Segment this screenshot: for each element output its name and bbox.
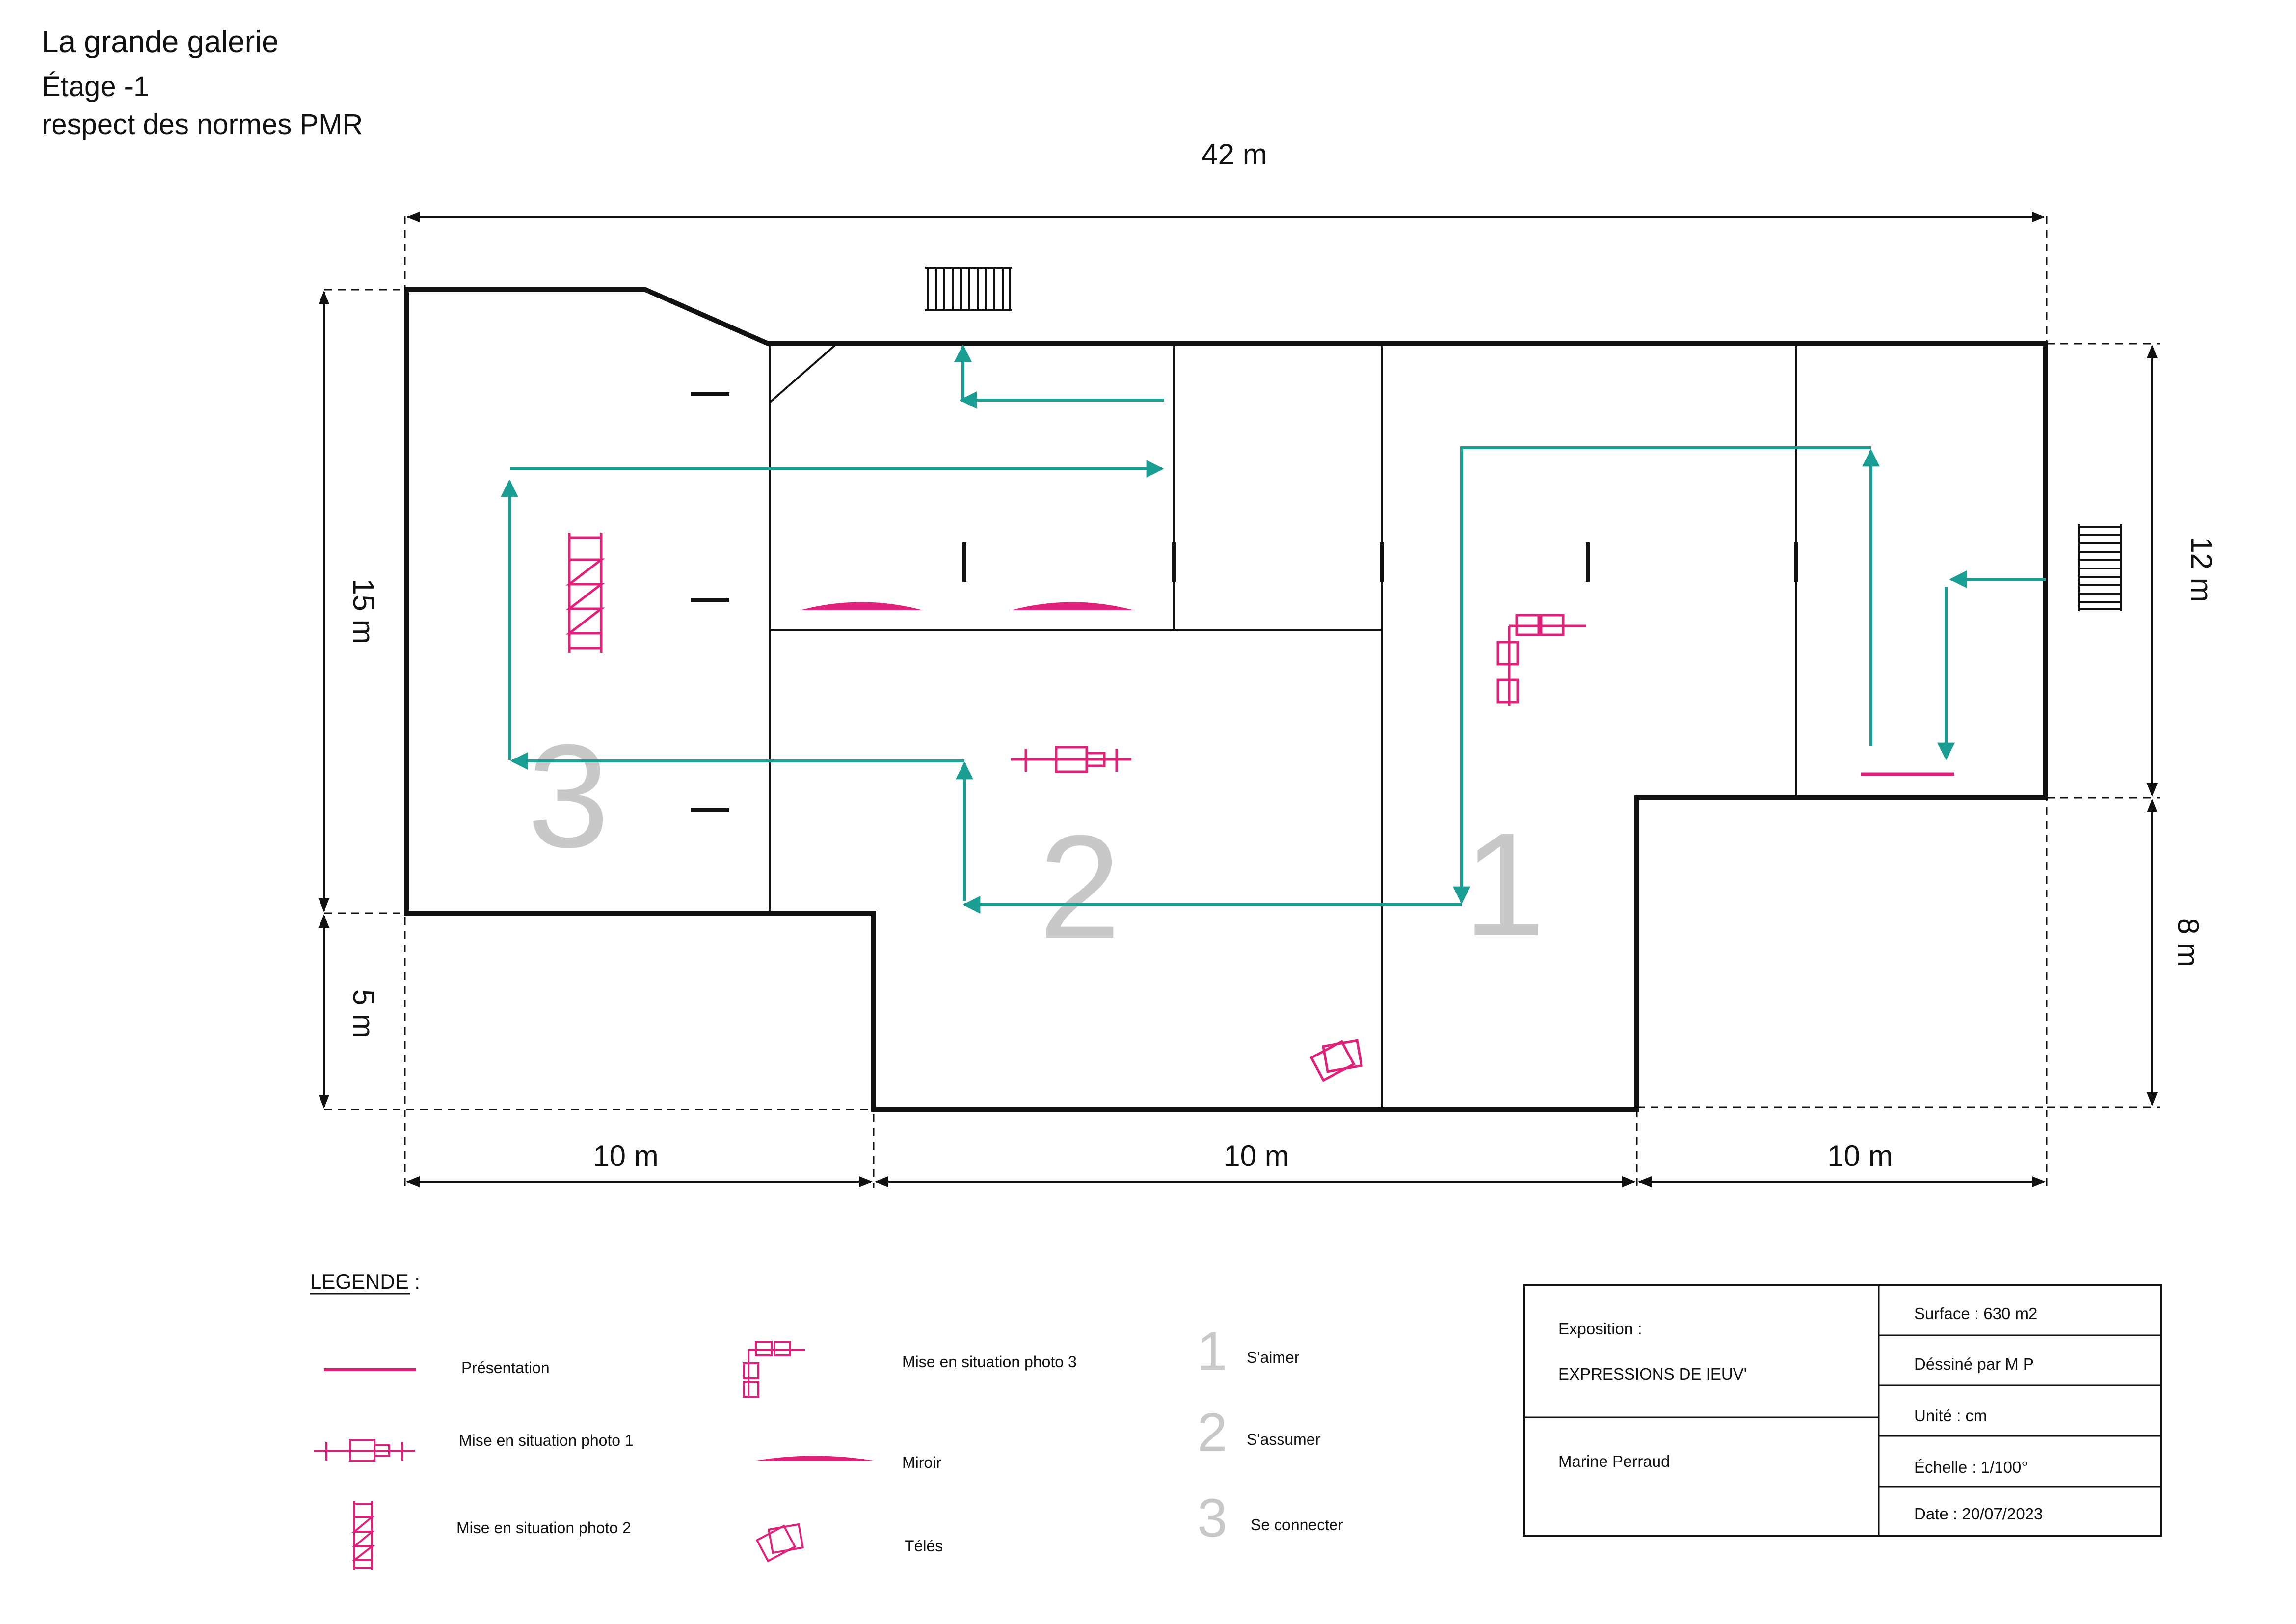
door-markers [691, 392, 1798, 812]
legend-photo3-label: Mise en situation photo 3 [902, 1353, 1077, 1371]
drawn-by: Déssiné par M P [1914, 1355, 2034, 1373]
dim-bottom-left-label: 10 m [593, 1139, 658, 1172]
dim-bottom-middle-label: 10 m [1224, 1139, 1289, 1172]
exposition-name: EXPRESSIONS DE IEUV' [1558, 1365, 1747, 1383]
legend: LEGENDE : Présentation Mise en situation… [310, 1270, 1343, 1570]
plan-title: La grande galerie [42, 25, 279, 59]
accessibility-note: respect des normes PMR [42, 108, 363, 140]
dim-right-lower-label: 8 m [2172, 918, 2205, 967]
legend-theme-3-label: Se connecter [1251, 1516, 1343, 1534]
title-block: La grande galerie Étage -1 respect des n… [42, 25, 363, 141]
zone-number-1: 1 [1464, 802, 1546, 967]
dim-top-label: 42 m [1201, 138, 1267, 171]
legend-tv-label: Télés [905, 1537, 943, 1555]
legend-photo1-label: Mise en situation photo 1 [459, 1432, 634, 1449]
interior-partitions [769, 343, 1797, 1110]
date-value: Date : 20/07/2023 [1914, 1505, 2043, 1523]
dim-left-upper-label: 15 m [347, 578, 380, 644]
author-name: Marine Perraud [1558, 1452, 1670, 1470]
zone-number-3: 3 [528, 713, 610, 878]
legend-title: LEGENDE : [310, 1270, 420, 1293]
legend-theme-2-label: S'assumer [1247, 1431, 1321, 1448]
cartouche: Exposition : EXPRESSIONS DE IEUV' Marine… [1523, 1284, 2162, 1537]
legend-photo1-symbol [314, 1439, 415, 1462]
dim-right-upper-label: 12 m [2185, 537, 2218, 602]
visitor-path [501, 344, 2046, 914]
dimension-lines [318, 211, 2158, 1188]
stairs-top [925, 267, 1012, 311]
zone-number-2: 2 [1039, 804, 1121, 969]
photo2-display [565, 533, 605, 653]
legend-theme-1-label: S'aimer [1247, 1349, 1300, 1366]
legend-presentation-label: Présentation [461, 1359, 550, 1377]
extension-lines [324, 216, 2160, 1188]
photo3-display [1496, 614, 1586, 706]
legend-theme-3-number: 3 [1197, 1488, 1227, 1548]
path-arrow [1453, 446, 1871, 904]
legend-theme-1-number: 1 [1197, 1321, 1227, 1381]
tv-screens [1309, 1039, 1363, 1082]
dim-bottom-right-label: 10 m [1827, 1139, 1893, 1172]
legend-mirror-label: Miroir [902, 1454, 941, 1471]
mirror [800, 602, 1134, 610]
exposition-label: Exposition : [1558, 1320, 1642, 1338]
floor-label: Étage -1 [42, 71, 150, 103]
outer-walls [404, 287, 2048, 1112]
dim-left-lower-label: 5 m [347, 989, 380, 1038]
unit-value: Unité : cm [1914, 1407, 1987, 1425]
legend-photo3-symbol [743, 1341, 805, 1398]
surface-value: Surface : 630 m2 [1914, 1304, 2037, 1323]
legend-tv-symbol [755, 1523, 804, 1563]
stairs-right [2078, 524, 2122, 611]
legend-theme-2-number: 2 [1197, 1402, 1227, 1462]
photo1-display [1011, 746, 1131, 773]
scale-value: Échelle : 1/100° [1914, 1458, 2028, 1476]
legend-photo2-label: Mise en situation photo 2 [456, 1519, 631, 1537]
legend-mirror-symbol [753, 1456, 876, 1461]
legend-photo2-symbol [351, 1501, 375, 1570]
